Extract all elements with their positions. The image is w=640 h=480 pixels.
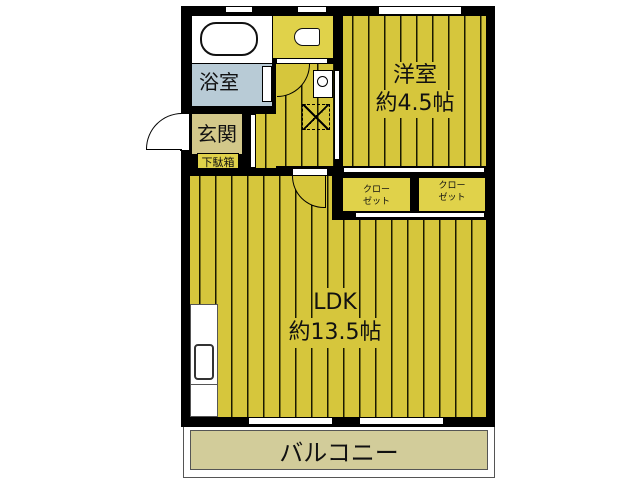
bathroom-door <box>262 66 272 102</box>
closet-right-label: クロー ゼット <box>438 181 466 203</box>
drain-icon <box>317 76 328 87</box>
washing-machine-space-icon <box>302 104 330 130</box>
bathroom-label: 浴室 <box>199 70 239 94</box>
kitchen-sink-icon <box>194 344 214 380</box>
ldk-label: LDK 約13.5帖 <box>280 288 390 348</box>
entrance-hall-floor <box>256 114 276 168</box>
entrance-label: 玄関 <box>197 122 237 146</box>
toilet-icon <box>294 28 320 46</box>
counter-divider <box>190 384 218 385</box>
shoe-cabinet <box>197 153 239 169</box>
entrance-floor <box>192 114 242 154</box>
front-door-swing[interactable] <box>146 113 182 150</box>
window-ldk-bottom-right[interactable] <box>359 417 444 425</box>
hallway-side-panel <box>334 70 340 160</box>
closet-left <box>343 178 410 211</box>
balcony-label: バルコニー <box>279 439 399 467</box>
window-western-top <box>378 6 462 15</box>
closet-right <box>419 178 485 211</box>
shoe-cabinet-label: 下駄箱 <box>201 156 235 169</box>
window-toilet-top <box>297 6 327 13</box>
ldk-door-frame <box>292 168 328 176</box>
window-ldk-bottom-left[interactable] <box>248 417 333 425</box>
western-room-floor <box>343 16 486 166</box>
closet-left-label: クロー ゼット <box>362 185 390 207</box>
closet-door-bottom <box>355 212 485 218</box>
window-bath-top <box>225 6 253 13</box>
bathtub-icon <box>200 22 258 56</box>
bathroom-floor <box>192 64 272 106</box>
western-room-label: 洋室 約4.5帖 <box>375 62 455 118</box>
entrance-step <box>250 114 256 168</box>
closet-door-top <box>343 167 485 173</box>
hallway-door-frame <box>276 58 328 64</box>
balcony-area <box>190 430 488 470</box>
